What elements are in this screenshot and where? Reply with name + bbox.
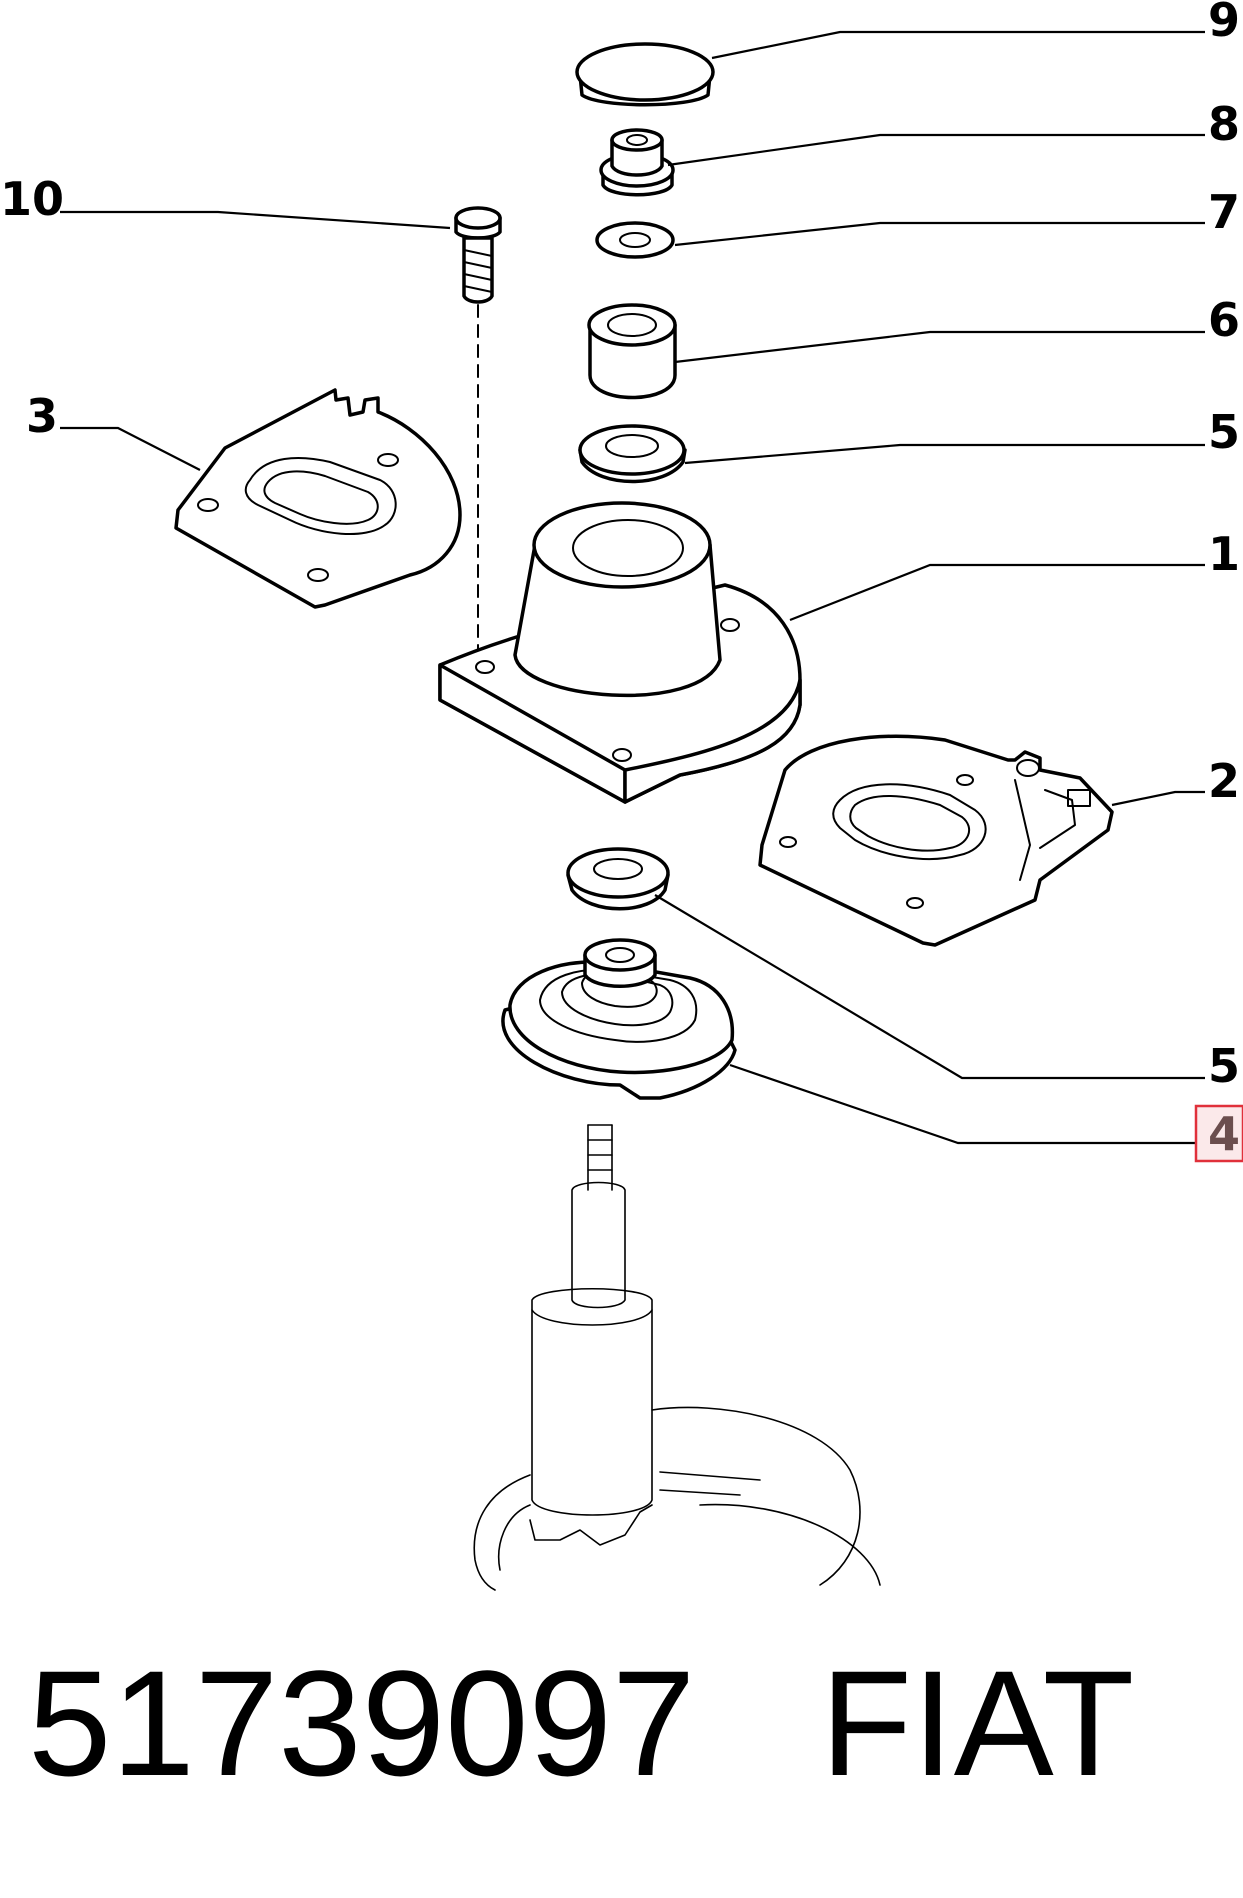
part-number: 51739097	[28, 1639, 696, 1807]
part-9-cap	[575, 42, 715, 107]
callout-3: 3	[26, 389, 58, 443]
callout-2: 2	[1208, 754, 1240, 808]
leader-lines	[60, 30, 1205, 1145]
callout-6: 6	[1208, 293, 1240, 347]
part-6-bushing	[587, 303, 677, 400]
part-caption: 51739097 FIAT	[28, 1648, 1134, 1798]
shock-absorber-outline	[473, 1124, 881, 1591]
callout-4-highlight	[1194, 1104, 1243, 1163]
part-5-upper-ring	[578, 424, 687, 484]
part-8-nut	[599, 128, 675, 197]
part-3-plate	[174, 388, 462, 609]
callout-8: 8	[1208, 97, 1240, 151]
part-2-plate-with-bracket	[758, 734, 1114, 947]
callout-5-lower: 5	[1208, 1039, 1240, 1093]
part-1-strut-mount	[438, 501, 802, 804]
callout-9: 9	[1208, 0, 1240, 47]
callout-numbers: 9 8 10 7 6 3 5 1 2 5 4	[0, 0, 1240, 1161]
callout-5-upper: 5	[1208, 405, 1240, 459]
part-4-spring-seat	[501, 938, 737, 1100]
part-5-lower-ring	[566, 847, 670, 911]
callout-10: 10	[0, 172, 64, 226]
callout-1: 1	[1208, 527, 1240, 581]
part-7-washer	[595, 221, 675, 259]
part-10-bolt	[454, 206, 502, 661]
callout-4: 4	[1208, 1107, 1240, 1161]
brand-name: FIAT	[820, 1639, 1135, 1807]
callout-7: 7	[1208, 185, 1240, 239]
